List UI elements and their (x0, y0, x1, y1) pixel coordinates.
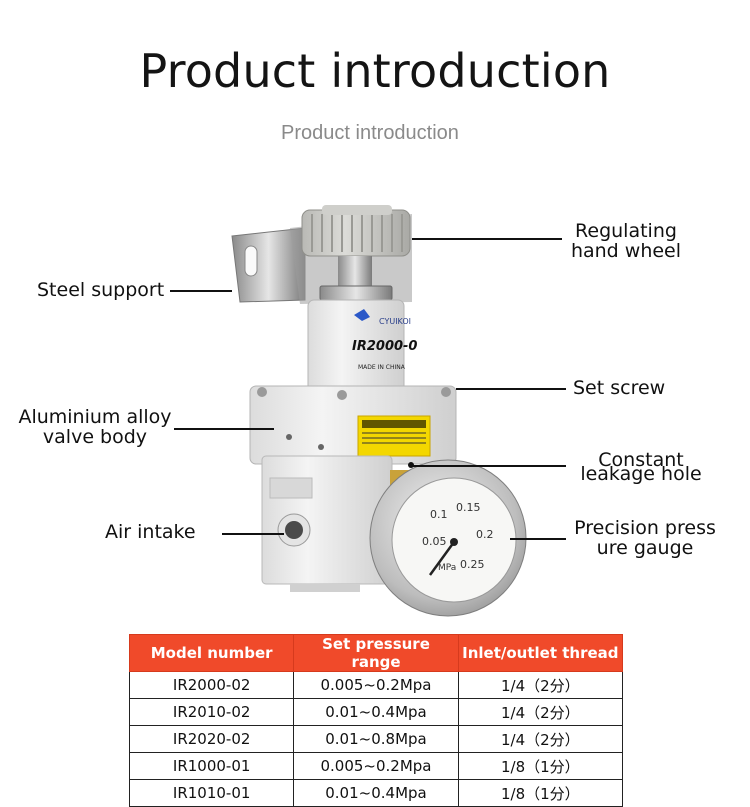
spec-table: Model number Set pressure range Inlet/ou… (128, 634, 624, 807)
callout-line-valve-body (174, 428, 274, 430)
product-illustration: CYUIKOI IR2000-0 MADE IN CHINA 0.05 0.1 (231, 205, 527, 617)
cell-pressure: 0.005~0.2Mpa (293, 752, 459, 780)
table-row: IR1010-01 0.01~0.4Mpa 1/8（1分） (128, 779, 624, 807)
cell-pressure: 0.005~0.2Mpa (293, 671, 459, 699)
table-header-row: Model number Set pressure range Inlet/ou… (128, 634, 624, 672)
cell-model: IR2010-02 (128, 698, 295, 726)
cell-thread: 1/8（1分） (457, 752, 624, 780)
svg-text:MADE IN CHINA: MADE IN CHINA (358, 364, 406, 371)
callout-line-set-screw (456, 388, 566, 390)
cell-model: IR1010-01 (128, 779, 295, 807)
callout-set-screw: Set screw (573, 377, 666, 399)
bonnet: CYUIKOI IR2000-0 MADE IN CHINA (307, 299, 417, 393)
callout-steel-support: Steel support (37, 279, 165, 301)
cell-pressure: 0.01~0.4Mpa (293, 779, 459, 807)
cell-thread: 1/4（2分） (457, 671, 624, 699)
callout-line-steel-support (170, 290, 232, 292)
svg-text:0.25: 0.25 (460, 558, 485, 571)
table-row: IR2000-02 0.005~0.2Mpa 1/4（2分） (128, 671, 624, 699)
callout-valve-body: Aluminium alloy valve body (18, 406, 172, 448)
svg-text:0.05: 0.05 (422, 535, 447, 548)
lower-body (261, 455, 393, 592)
cell-thread: 1/8（1分） (457, 779, 624, 807)
cell-thread: 1/4（2分） (457, 698, 624, 726)
header-inlet-outlet-thread: Inlet/outlet thread (457, 634, 624, 672)
callout-air-intake: Air intake (105, 521, 196, 543)
callout-line-leakage-hole (412, 465, 566, 467)
callout-precision-gauge: Precision press ure gauge (574, 517, 716, 559)
callout-line-gauge (510, 538, 566, 540)
cell-model: IR2000-02 (128, 671, 295, 699)
pressure-gauge-icon: 0.05 0.1 0.15 0.2 0.25 MPa (369, 459, 527, 617)
callout-dot-leakage-hole (408, 462, 414, 468)
svg-text:0.1: 0.1 (430, 508, 448, 521)
cell-model: IR2020-02 (128, 725, 295, 753)
callout-regulating-hand-wheel: Regulating hand wheel (570, 220, 682, 262)
table-row: IR2010-02 0.01~0.4Mpa 1/4（2分） (128, 698, 624, 726)
valve-body (249, 385, 457, 465)
svg-text:MPa: MPa (438, 563, 456, 573)
page-title: Product introduction (139, 44, 611, 98)
cell-pressure: 0.01~0.4Mpa (293, 698, 459, 726)
callout-line-air-intake (222, 533, 284, 535)
cell-thread: 1/4（2分） (457, 725, 624, 753)
header-set-pressure-range: Set pressure range (293, 634, 459, 672)
callout-constant-leakage-hole: Constant leakage hole (580, 449, 702, 485)
header-model-number: Model number (128, 634, 295, 672)
svg-text:IR2000-0: IR2000-0 (352, 339, 417, 354)
cell-model: IR1000-01 (128, 752, 295, 780)
cell-pressure: 0.01~0.8Mpa (293, 725, 459, 753)
svg-text:CYUIKOI: CYUIKOI (379, 317, 411, 326)
hand-wheel-icon (301, 205, 411, 301)
callout-line-hand-wheel (412, 238, 562, 240)
table-row: IR2020-02 0.01~0.8Mpa 1/4（2分） (128, 725, 624, 753)
svg-text:0.15: 0.15 (456, 501, 481, 514)
svg-text:0.2: 0.2 (476, 528, 494, 541)
table-row: IR1000-01 0.005~0.2Mpa 1/8（1分） (128, 752, 624, 780)
page-subtitle: Product introduction (281, 122, 459, 144)
